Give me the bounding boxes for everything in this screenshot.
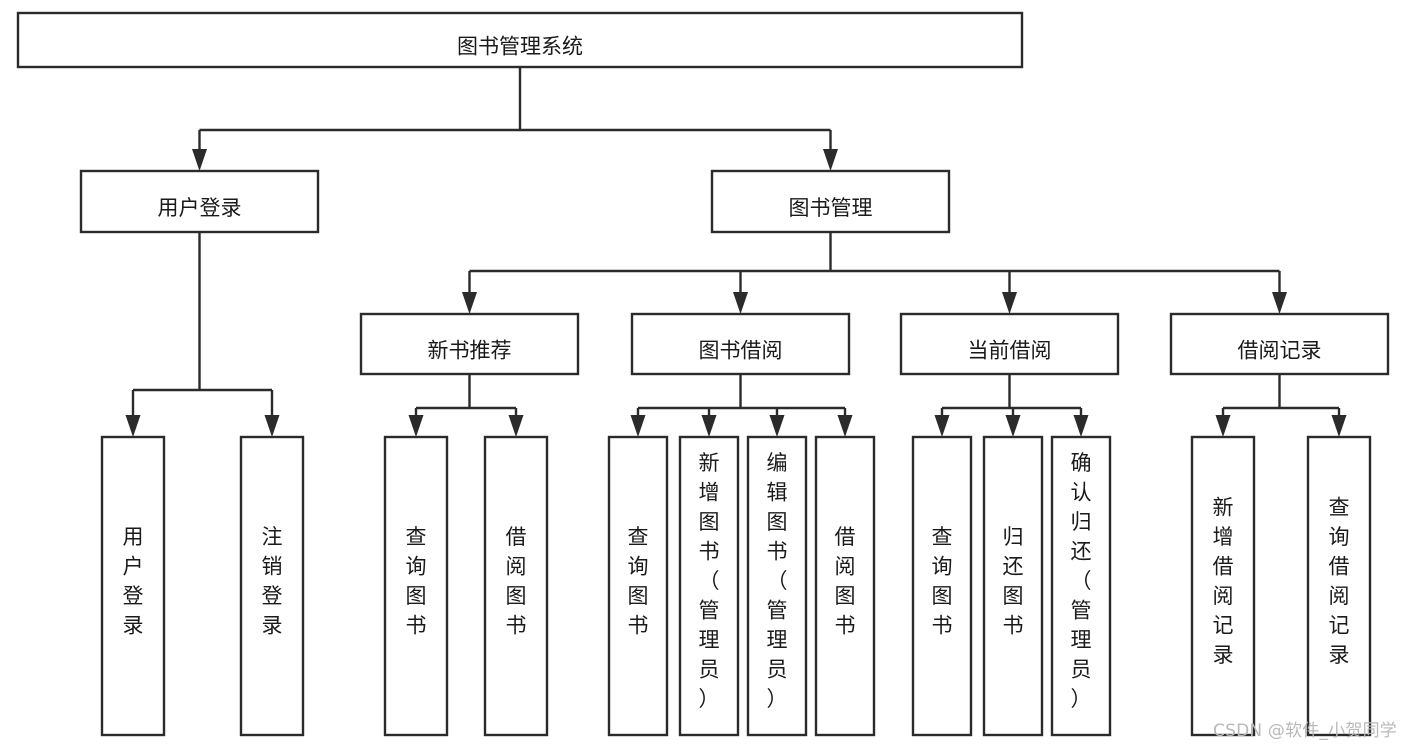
connector-to-leaf-query-book-borrow-arrowhead (630, 415, 646, 437)
node-borrow-record[interactable]: 借阅记录 (1169, 312, 1390, 376)
node-box-leaf-borrow-book[interactable] (814, 435, 876, 737)
connector-to-leaf-query-borrow-record-arrowhead (1331, 415, 1347, 437)
node-box-book-borrow[interactable] (630, 312, 851, 376)
node-box-leaf-confirm-return-admin[interactable] (1050, 435, 1112, 737)
connector-to-current-borrow-arrowhead (1002, 292, 1017, 314)
node-label-borrow-record: 借阅记录 (1238, 339, 1322, 363)
connector-to-leaf-add-book-admin-arrowhead (701, 415, 717, 437)
node-label-leaf-return-book: 归还图书 (1003, 525, 1024, 638)
node-label-book-management: 图书管理 (789, 196, 873, 220)
node-label-user-login: 用户登录 (158, 196, 242, 220)
node-label-leaf-confirm-return-admin: 确认归还（管理员） (1071, 451, 1092, 711)
connector-to-leaf-query-book-current-arrowhead (934, 415, 950, 437)
node-label-leaf-logout: 注销登录 (262, 525, 283, 638)
node-box-leaf-add-borrow-record[interactable] (1190, 435, 1256, 737)
node-leaf-borrow-book-recommend[interactable]: 借阅图书 (483, 435, 549, 737)
node-label-leaf-add-borrow-record: 新增借阅记录 (1213, 496, 1234, 668)
node-box-root[interactable] (16, 11, 1024, 69)
node-label-leaf-user-login: 用户登录 (123, 525, 144, 638)
node-box-leaf-return-book[interactable] (982, 435, 1044, 737)
node-leaf-query-book-borrow[interactable]: 查询图书 (607, 435, 669, 737)
connector-to-book-borrow-arrowhead (733, 292, 748, 314)
node-box-leaf-query-book-borrow[interactable] (607, 435, 669, 737)
node-root[interactable]: 图书管理系统 (16, 11, 1024, 69)
connector-to-leaf-logout-arrowhead (264, 415, 280, 437)
node-leaf-confirm-return-admin[interactable]: 确认归还（管理员） (1050, 435, 1112, 737)
node-leaf-edit-book-admin[interactable]: 编辑图书（管理员） (746, 435, 808, 737)
connector-to-borrow-record-arrowhead (1272, 292, 1287, 314)
node-leaf-return-book[interactable]: 归还图书 (982, 435, 1044, 737)
node-box-book-management[interactable] (710, 169, 951, 234)
node-label-current-borrow: 当前借阅 (968, 339, 1052, 363)
connector-to-book-management-arrowhead (823, 149, 838, 171)
node-current-borrow[interactable]: 当前借阅 (899, 312, 1120, 376)
node-label-root: 图书管理系统 (457, 35, 583, 59)
node-book-borrow[interactable]: 图书借阅 (630, 312, 851, 376)
connector-to-leaf-add-borrow-record-arrowhead (1215, 415, 1231, 437)
node-box-user-login[interactable] (79, 169, 320, 234)
node-label-leaf-edit-book-admin: 编辑图书（管理员） (767, 451, 788, 711)
node-box-leaf-borrow-book-recommend[interactable] (483, 435, 549, 737)
connector-to-new-book-recommend-arrowhead (462, 292, 477, 314)
node-label-new-book-recommend: 新书推荐 (428, 339, 512, 363)
connector-to-leaf-borrow-book-recommend-arrowhead (508, 415, 524, 437)
node-leaf-query-book-recommend[interactable]: 查询图书 (383, 435, 449, 737)
node-leaf-add-borrow-record[interactable]: 新增借阅记录 (1190, 435, 1256, 737)
connector-to-leaf-query-book-recommend-arrowhead (408, 415, 424, 437)
node-label-leaf-borrow-book-recommend: 借阅图书 (506, 525, 527, 638)
node-label-book-borrow: 图书借阅 (699, 339, 783, 363)
connector-to-leaf-confirm-return-admin-arrowhead (1073, 415, 1089, 437)
watermark-text: CSDN @软件_小贺同学 (1213, 721, 1397, 741)
node-label-leaf-query-borrow-record: 查询借阅记录 (1329, 496, 1350, 668)
node-leaf-add-book-admin[interactable]: 新增图书（管理员） (678, 435, 740, 737)
node-box-leaf-add-book-admin[interactable] (678, 435, 740, 737)
node-label-leaf-query-book-borrow: 查询图书 (628, 525, 649, 638)
node-box-new-book-recommend[interactable] (359, 312, 580, 376)
connector-to-leaf-edit-book-admin-arrowhead (769, 415, 785, 437)
node-box-leaf-logout[interactable] (239, 435, 305, 737)
node-box-leaf-query-book-current[interactable] (911, 435, 973, 737)
node-leaf-user-login[interactable]: 用户登录 (100, 435, 166, 737)
node-book-management[interactable]: 图书管理 (710, 169, 951, 234)
node-box-leaf-query-book-recommend[interactable] (383, 435, 449, 737)
node-label-leaf-borrow-book: 借阅图书 (835, 525, 856, 638)
node-box-leaf-edit-book-admin[interactable] (746, 435, 808, 737)
connector-to-leaf-user-login-arrowhead (125, 415, 141, 437)
node-box-leaf-query-borrow-record[interactable] (1306, 435, 1372, 737)
node-leaf-query-book-current[interactable]: 查询图书 (911, 435, 973, 737)
node-box-borrow-record[interactable] (1169, 312, 1390, 376)
node-user-login[interactable]: 用户登录 (79, 169, 320, 234)
node-label-leaf-add-book-admin: 新增图书（管理员） (699, 451, 720, 711)
node-box-leaf-user-login[interactable] (100, 435, 166, 737)
nodes-layer: 图书管理系统用户登录图书管理新书推荐图书借阅当前借阅借阅记录用户登录注销登录查询… (16, 11, 1390, 737)
node-label-leaf-query-book-current: 查询图书 (932, 525, 953, 638)
node-box-current-borrow[interactable] (899, 312, 1120, 376)
node-new-book-recommend[interactable]: 新书推荐 (359, 312, 580, 376)
connectors-layer (125, 67, 1347, 437)
connector-to-leaf-borrow-book-arrowhead (837, 415, 853, 437)
node-label-leaf-query-book-recommend: 查询图书 (406, 525, 427, 638)
connector-to-leaf-return-book-arrowhead (1005, 415, 1021, 437)
node-leaf-logout[interactable]: 注销登录 (239, 435, 305, 737)
node-leaf-query-borrow-record[interactable]: 查询借阅记录 (1306, 435, 1372, 737)
connector-to-user-login-arrowhead (192, 149, 207, 171)
node-leaf-borrow-book[interactable]: 借阅图书 (814, 435, 876, 737)
